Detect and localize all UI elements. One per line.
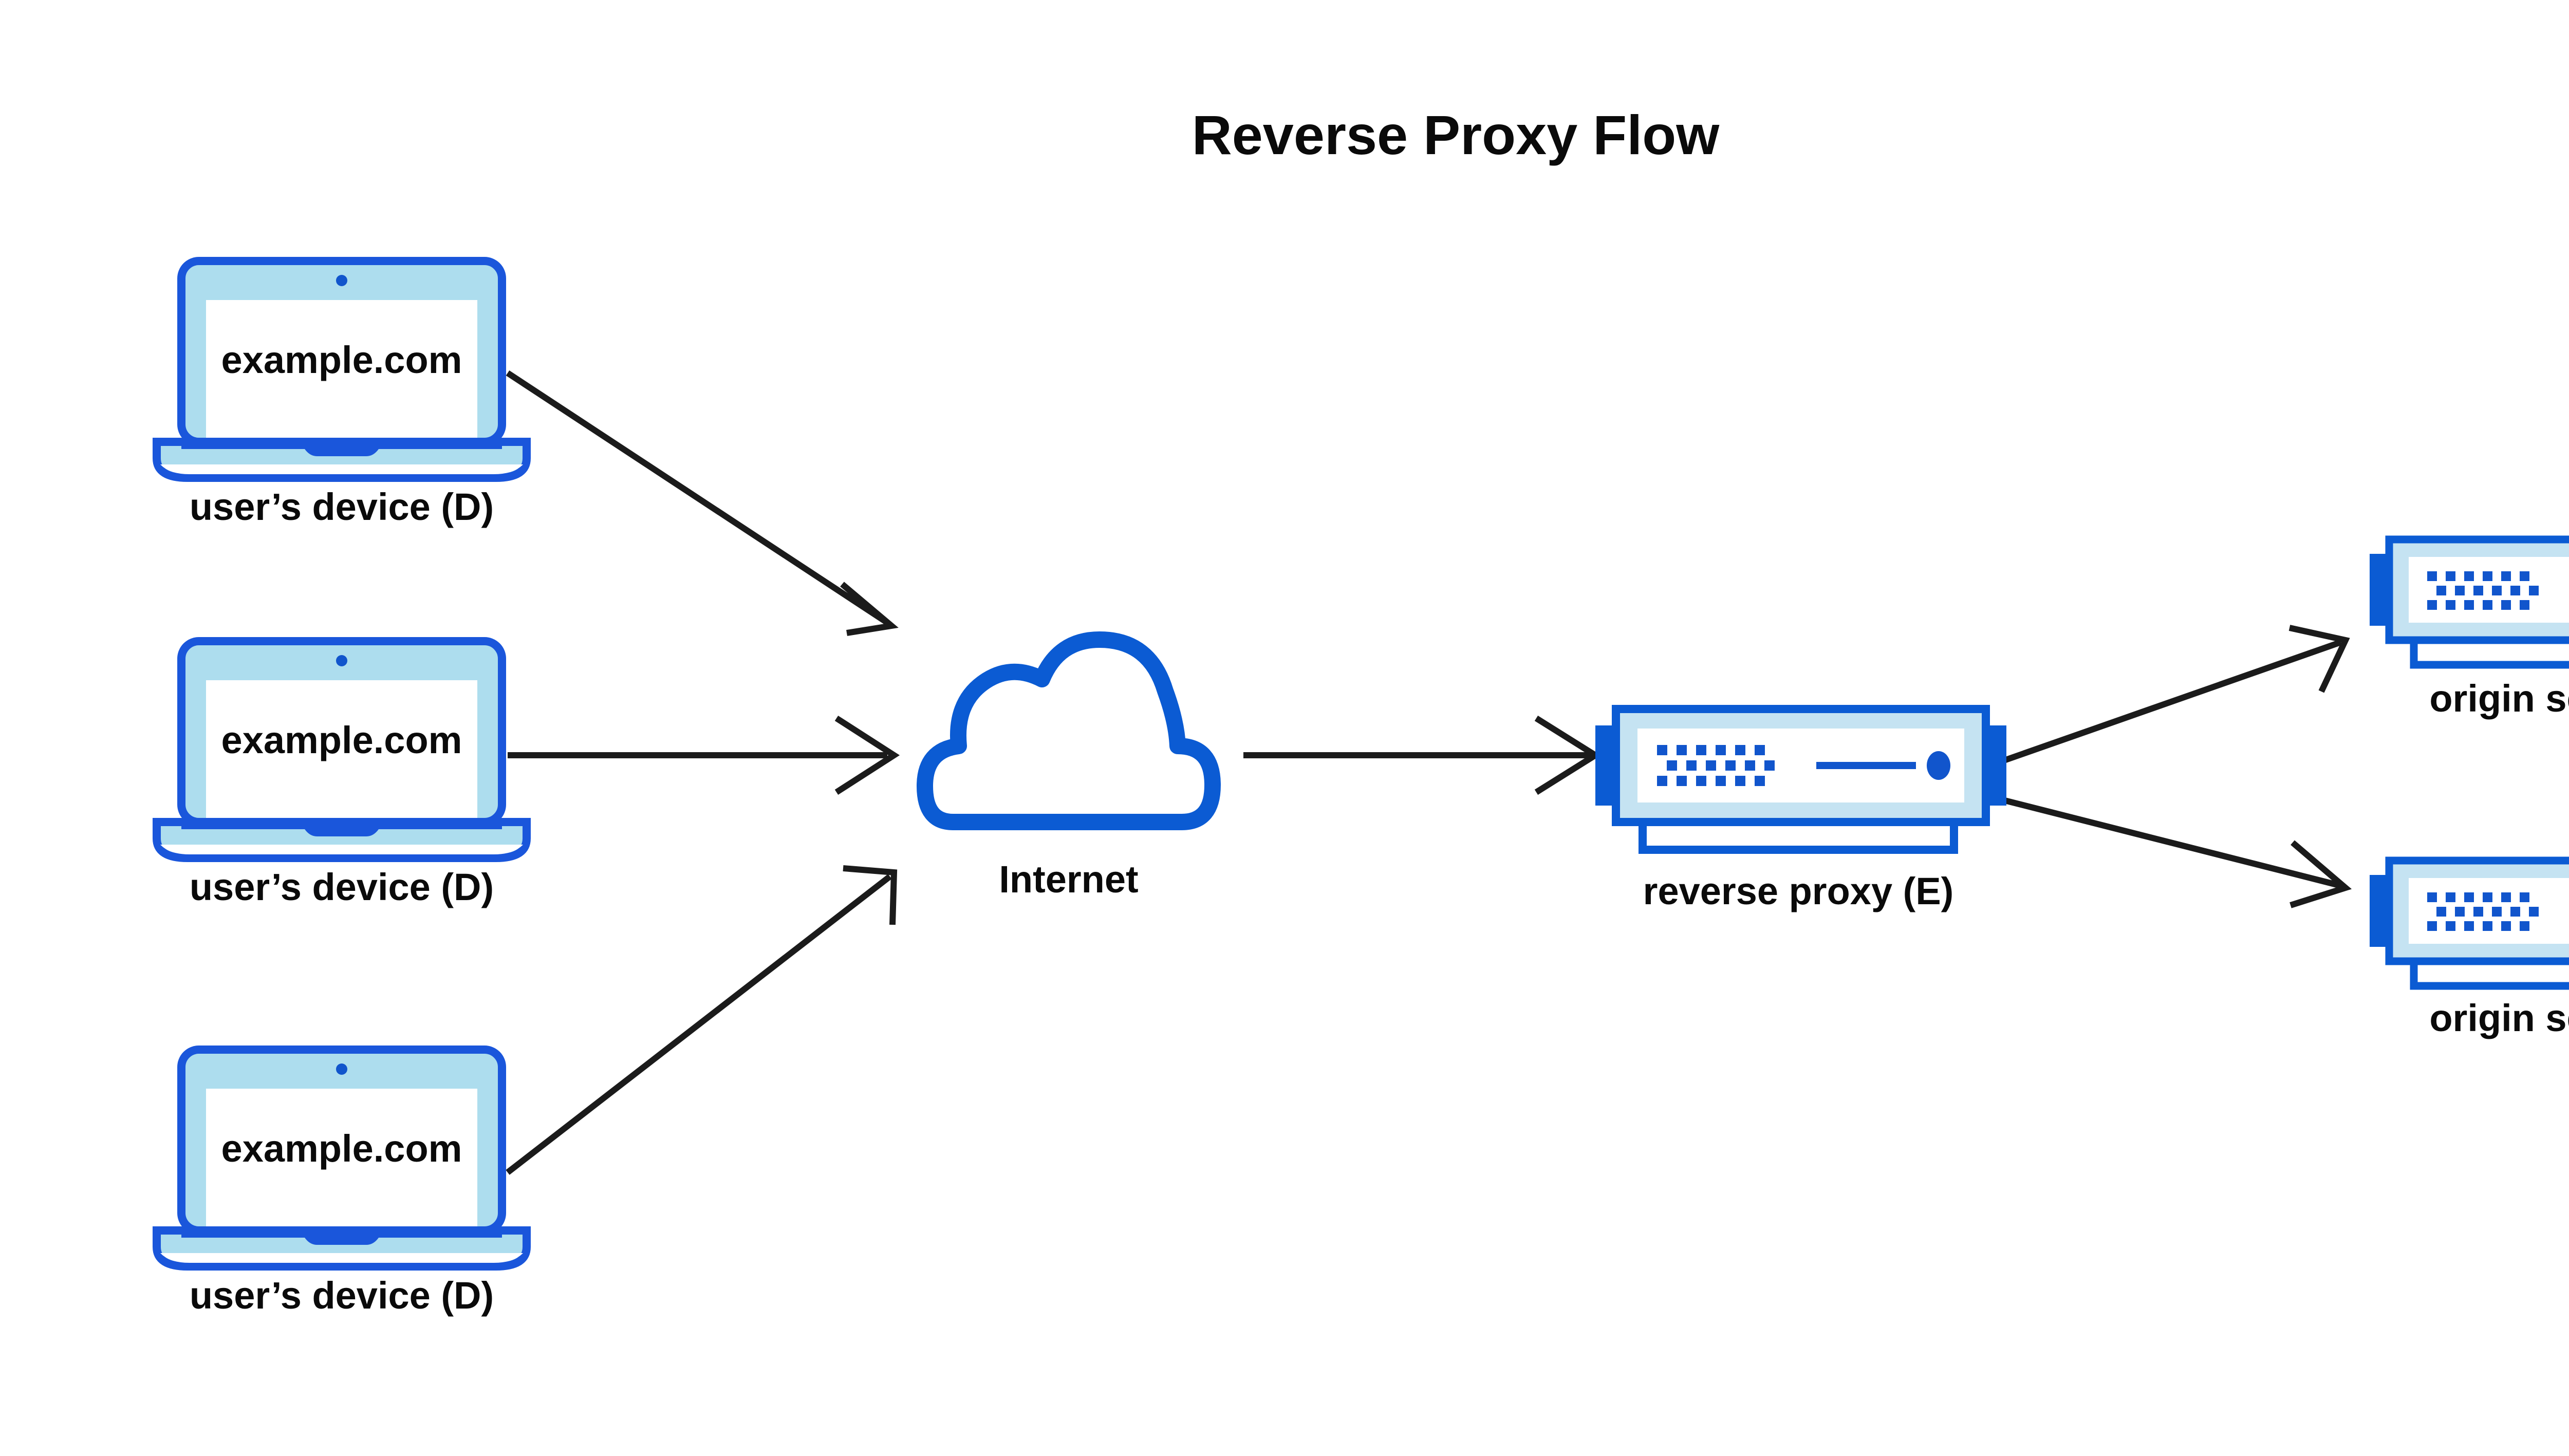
server-base-shelf [2410,636,2569,669]
laptop-hinge-notch [181,822,502,836]
server-status-led-icon [1927,751,1950,780]
laptop-hinge-notch [181,442,502,456]
node-label-users-device-1: user’s device (D) [190,486,494,528]
server-vent-dots [2427,892,2539,931]
arrow-device2-to-internet [508,715,900,795]
laptop-screen [206,300,477,439]
laptop-camera-icon [336,1063,347,1075]
laptop-screen-text: example.com [221,719,462,761]
arrow-proxy-to-origin1 [1991,625,2350,768]
arrow-proxy-to-origin2 [1991,794,2352,908]
laptop-base-underside [160,845,523,854]
node-reverse-proxy[interactable]: reverse proxy (E) [1595,705,2006,912]
laptop-camera-icon [336,275,347,286]
node-users-device-3[interactable]: example.com user’s device (D) [153,1046,531,1317]
laptop-screen-text: example.com [221,1127,462,1170]
node-label-users-device-3: user’s device (D) [190,1274,494,1317]
node-label-origin-server-2: origin server (F) [2429,997,2569,1039]
arrow-layer [506,370,2352,1175]
server-vent-dots [1657,745,1775,786]
arrow-internet-to-proxy [1243,715,1602,795]
laptop-screen [206,1089,477,1227]
laptop-screen-text: example.com [221,339,462,381]
node-users-device-2[interactable]: example.com user’s device (D) [153,637,531,908]
node-users-device-1[interactable]: example.com user’s device (D) [153,257,531,528]
laptop-camera-icon [336,655,347,666]
node-label-users-device-2: user’s device (D) [190,866,494,908]
arrow-device1-to-internet [506,370,899,636]
server-status-line [1816,762,1916,769]
arrow-device3-to-internet [506,865,898,1175]
laptop-base-underside [160,1253,523,1263]
laptop-hinge-notch [181,1230,502,1245]
page-title: Reverse Proxy Flow [1192,104,1720,166]
server-panel [2409,878,2569,944]
node-origin-server-2[interactable]: origin server (F) [2370,856,2569,1039]
server-panel [2409,557,2569,623]
server-vent-dots [2427,571,2539,610]
laptop-screen [206,680,477,819]
cloud-icon [917,631,1221,830]
node-origin-server-1[interactable]: origin server (F) [2370,535,2569,720]
server-base-shelf [2410,957,2569,990]
server-base-shelf [1639,818,1958,854]
node-label-internet: Internet [999,858,1138,901]
node-label-reverse-proxy: reverse proxy (E) [1643,870,1954,912]
node-internet-cloud[interactable]: Internet [917,631,1221,901]
node-label-origin-server-1: origin server (F) [2429,677,2569,720]
laptop-base-underside [160,464,523,474]
